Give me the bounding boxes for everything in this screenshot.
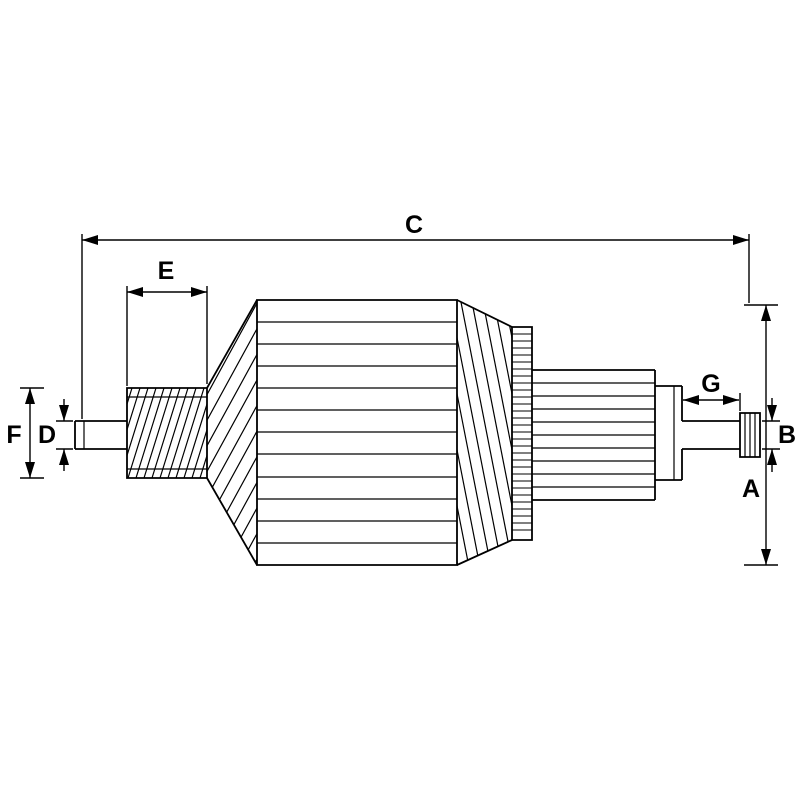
right-cone-hatch <box>457 300 512 565</box>
dimension-label-f: F <box>6 421 21 449</box>
spline-section <box>126 387 208 479</box>
dimension-b: B <box>762 398 796 472</box>
dimension-e: E <box>126 257 208 386</box>
dimension-label-b: B <box>778 421 796 449</box>
dimension-d: D <box>38 399 73 471</box>
core-section <box>256 299 458 566</box>
dimension-label-g: G <box>701 370 720 398</box>
left-cone-hatch <box>207 300 257 565</box>
left-winding-cone <box>206 299 258 566</box>
dimension-label-d: D <box>38 421 56 449</box>
commutator-section <box>532 369 656 501</box>
dimension-label-a: A <box>742 475 760 503</box>
dimension-a: A <box>742 304 778 566</box>
dimension-f: F <box>6 387 44 479</box>
dimension-label-e: E <box>158 257 175 285</box>
commutator-riser-band <box>511 326 533 541</box>
core-slot-lines <box>257 321 457 544</box>
armature-outline <box>74 299 761 566</box>
right-winding-cone <box>456 299 513 566</box>
dimension-g: G <box>683 370 741 411</box>
left-shaft <box>74 420 127 450</box>
right-shaft <box>682 420 740 450</box>
riser-fine-lines <box>512 333 532 531</box>
commutator-bar-lines <box>532 382 655 488</box>
knurled-tip <box>739 412 761 458</box>
dimension-c: C <box>81 211 750 419</box>
bearing-collar <box>655 385 683 481</box>
dimension-label-c: C <box>405 211 423 239</box>
spline-teeth-hatch <box>127 388 207 478</box>
